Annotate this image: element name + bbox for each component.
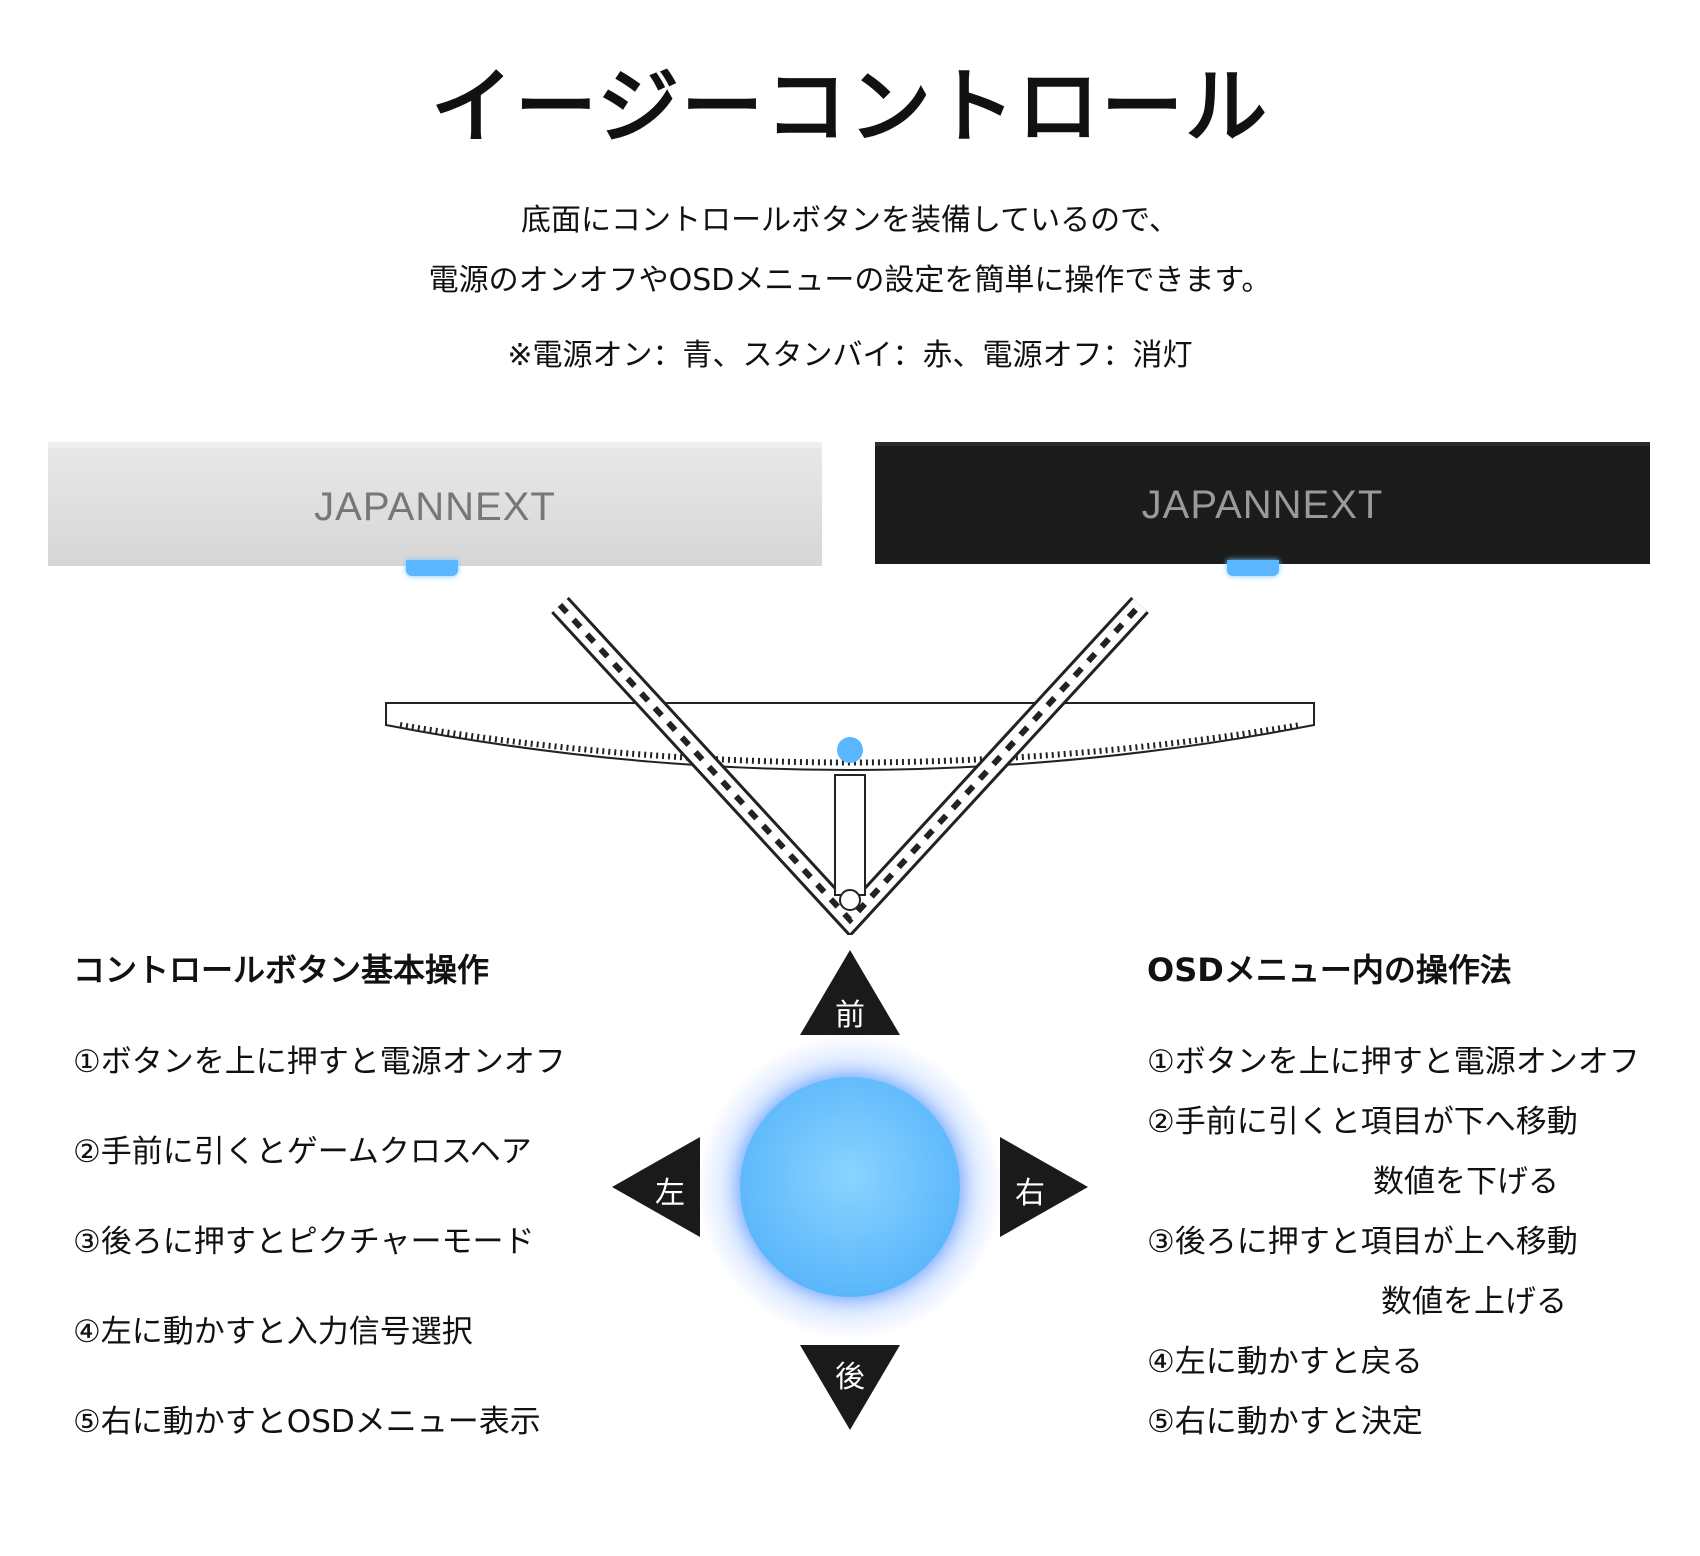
control-button-location bbox=[837, 737, 863, 763]
arrow-down-icon bbox=[800, 1345, 900, 1430]
osd-item: ③後ろに押すと項目が上へ移動 bbox=[1147, 1224, 1578, 1260]
arrow-left-icon bbox=[612, 1137, 700, 1237]
description-line-1: 底面にコントロールボタンを装備しているので、 bbox=[521, 203, 1179, 238]
basic-operations-heading: コントロールボタン基本操作 bbox=[73, 951, 490, 989]
direction-front-label: 前 bbox=[835, 998, 865, 1033]
direction-left-label: 左 bbox=[655, 1176, 685, 1211]
page-title: イージーコントロール bbox=[430, 60, 1270, 155]
basic-item: ③後ろに押すとピクチャーモード bbox=[73, 1224, 535, 1260]
basic-item: ①ボタンを上に押すと電源オンオフ bbox=[73, 1044, 566, 1080]
basic-item: ②手前に引くとゲームクロスヘア bbox=[73, 1134, 532, 1170]
osd-item: ②手前に引くと項目が下へ移動 bbox=[1147, 1104, 1578, 1140]
osd-item: ④左に動かすと戻る bbox=[1147, 1344, 1423, 1380]
osd-item: 数値を上げる bbox=[1381, 1284, 1567, 1320]
black-monitor-bezel: JAPANNEXT bbox=[875, 442, 1650, 564]
osd-item: ⑤右に動かすと決定 bbox=[1147, 1404, 1423, 1440]
japannext-logo: JAPANNEXT bbox=[314, 484, 556, 529]
monitor-bottom-view-diagram bbox=[385, 596, 1315, 935]
direction-right-label: 右 bbox=[1015, 1176, 1045, 1211]
osd-item: 数値を下げる bbox=[1373, 1164, 1559, 1200]
led-indicator-black bbox=[1227, 560, 1279, 576]
description-line-2: 電源のオンオフやOSDメニューの設定を簡単に操作できます。 bbox=[428, 263, 1272, 298]
direction-back-label: 後 bbox=[835, 1360, 865, 1395]
basic-item: ④左に動かすと入力信号選択 bbox=[73, 1314, 473, 1350]
japannext-logo: JAPANNEXT bbox=[1141, 482, 1384, 527]
arrow-right-icon bbox=[1000, 1137, 1088, 1237]
direction-arrows bbox=[612, 950, 1088, 1430]
basic-item: ⑤右に動かすとOSDメニュー表示 bbox=[73, 1404, 541, 1440]
control-button-icon bbox=[740, 1077, 960, 1297]
arrow-up-icon bbox=[800, 950, 900, 1035]
led-status-note: ※電源オン：青、スタンバイ：赤、電源オフ：消灯 bbox=[507, 338, 1193, 373]
osd-operations-heading: OSDメニュー内の操作法 bbox=[1147, 951, 1512, 989]
white-monitor-bezel: JAPANNEXT bbox=[48, 442, 822, 566]
led-indicator-white bbox=[406, 560, 458, 576]
osd-item: ①ボタンを上に押すと電源オンオフ bbox=[1147, 1044, 1640, 1080]
